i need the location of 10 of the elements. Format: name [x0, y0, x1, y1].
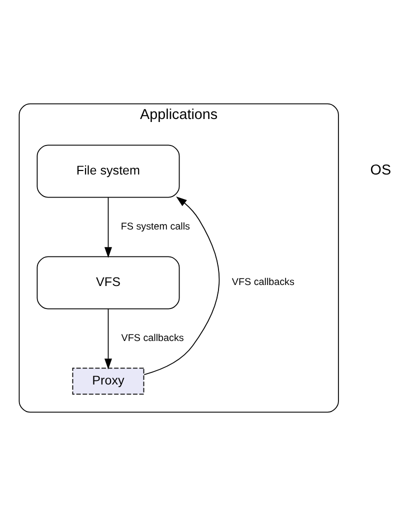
edge-label: VFS callbacks: [232, 277, 294, 288]
arrow: [144, 196, 220, 376]
label: OS: [370, 162, 392, 179]
arrow: [104, 308, 112, 370]
node-box: VFS: [36, 256, 180, 310]
node-box: File system: [36, 144, 180, 198]
arrow: [104, 197, 112, 258]
edge-label: VFS callbacks: [121, 332, 184, 344]
edge-label: FS system calls: [120, 221, 190, 232]
node-box: Proxy: [72, 368, 144, 395]
